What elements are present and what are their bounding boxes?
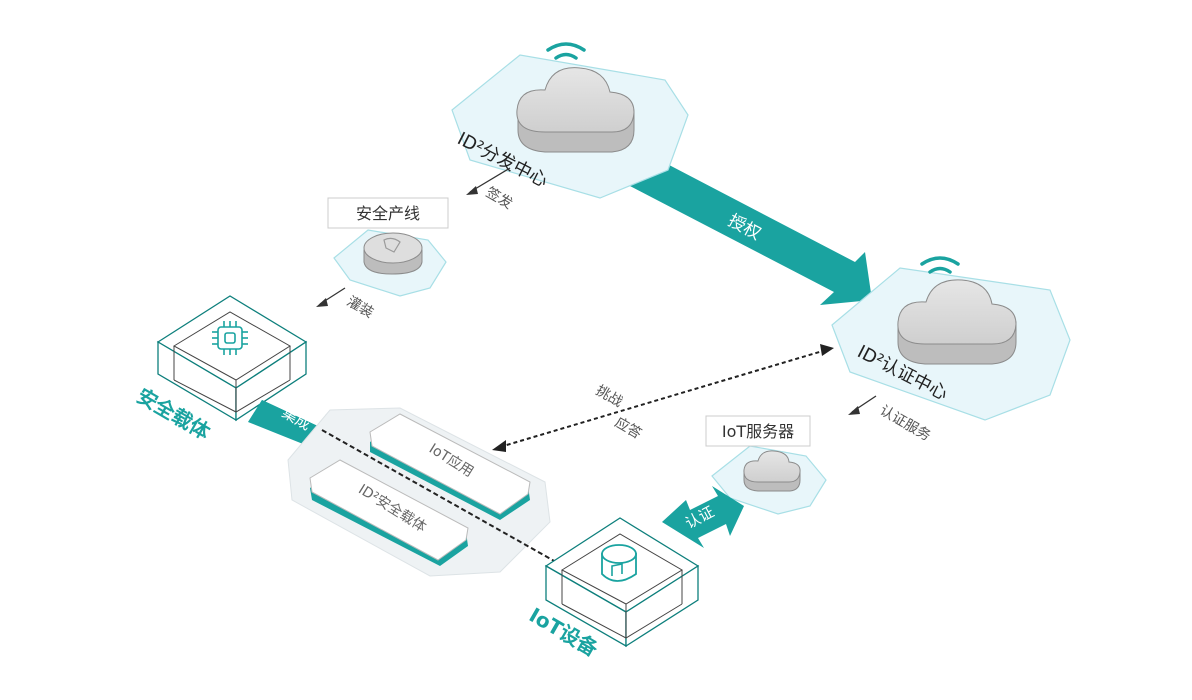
id2-carrier-card: ID²安全载体 <box>309 459 469 566</box>
integration-dashed-line <box>321 429 557 563</box>
arrow-icon <box>820 344 834 356</box>
device-chip-icon <box>601 544 637 582</box>
response-label: 应答 <box>612 414 645 443</box>
distribution-center: ID²分发中心 <box>451 42 689 199</box>
arrow-icon <box>492 440 506 452</box>
secure-carrier <box>156 295 308 422</box>
cloud-icon <box>743 450 801 492</box>
iot-app-platform <box>287 407 551 577</box>
iot-server: IoT服务器 <box>705 415 827 515</box>
challenge-label: 挑战 <box>593 383 625 411</box>
auth-service-edge: 认证服务 <box>848 395 933 445</box>
arrow-icon <box>466 186 478 195</box>
secure-line-label: 安全产线 <box>356 204 420 223</box>
iot-server-tag <box>705 415 811 447</box>
authenticate-arrow: 认证 <box>662 486 744 548</box>
secure-line-tag <box>327 197 449 229</box>
secure-line: 安全产线 <box>327 197 449 297</box>
auth-service-label: 认证服务 <box>877 403 933 445</box>
iot-app-group: IoT应用 ID²安全载体 <box>287 407 551 577</box>
arrow-icon <box>316 298 328 307</box>
flash-edge: 灌装 <box>316 287 376 322</box>
auth-center: ID²认证中心 <box>831 256 1071 421</box>
wifi-icon <box>920 256 960 274</box>
lock-icon <box>363 232 423 275</box>
iot-device <box>544 517 700 648</box>
sign-label: 签发 <box>483 184 516 213</box>
arrow-icon <box>848 406 860 415</box>
chip-icon <box>212 321 248 355</box>
cloud-icon <box>897 279 1017 365</box>
flash-label: 灌装 <box>344 294 376 322</box>
iot-app-card: IoT应用 <box>369 413 531 520</box>
authorize-arrow: 授权 <box>628 155 872 305</box>
iot-server-label: IoT服务器 <box>722 422 794 441</box>
wifi-icon <box>546 42 586 60</box>
cloud-icon <box>516 67 635 153</box>
